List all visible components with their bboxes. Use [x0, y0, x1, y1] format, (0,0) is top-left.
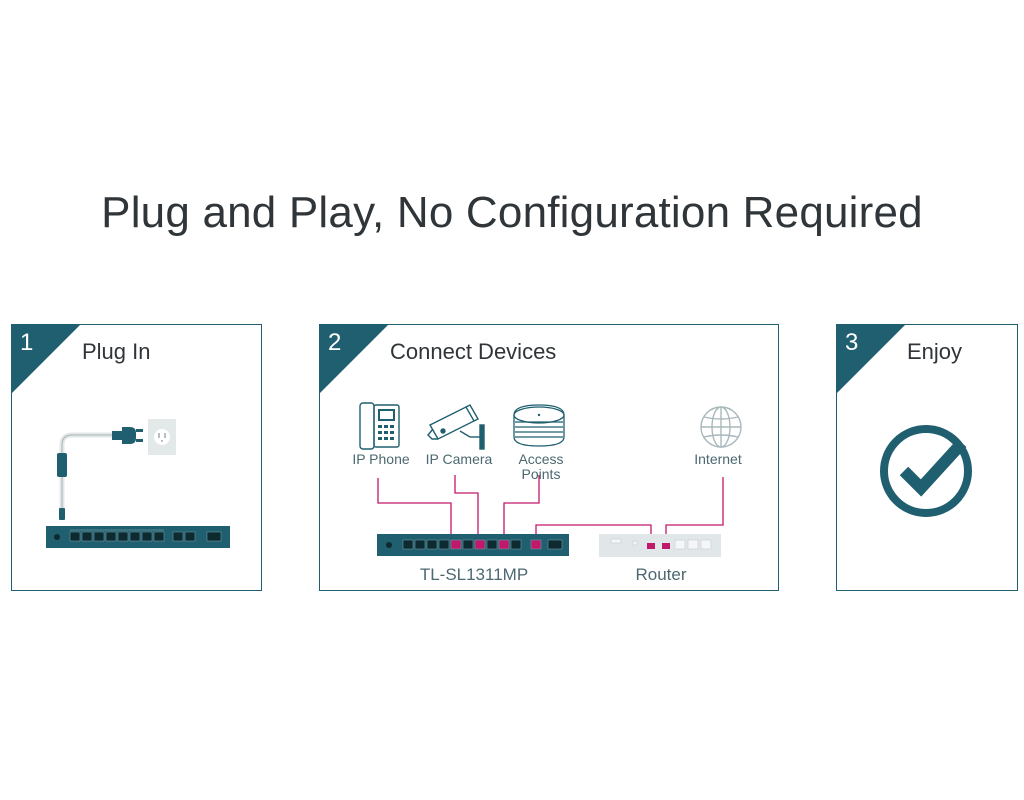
enjoy-diagram — [880, 425, 972, 517]
ip-camera-icon — [427, 404, 485, 450]
switch-model-label: TL-SL1311MP — [420, 565, 528, 584]
step-number-corner — [319, 324, 389, 394]
step-card-connect-devices: 2 Connect Devices IP Phone — [319, 324, 779, 591]
power-cable — [57, 432, 112, 520]
device-label-access-points-line1: Access — [518, 451, 563, 467]
router-label: Router — [635, 565, 686, 584]
switch-device-icon — [377, 534, 569, 556]
step-title: Plug In — [82, 339, 151, 364]
device-label-ip-phone: IP Phone — [352, 451, 410, 467]
device-label-internet: Internet — [694, 451, 742, 467]
step-card-plug-in: 1 Plug In — [11, 324, 262, 591]
step-title: Connect Devices — [390, 339, 557, 364]
checkmark-circle-icon — [880, 425, 972, 517]
step-number: 3 — [845, 329, 859, 356]
active-ports — [450, 539, 542, 550]
step-number-corner — [836, 324, 906, 394]
router-device-icon — [599, 534, 721, 557]
step-number: 2 — [328, 329, 342, 356]
step-card-enjoy: 3 Enjoy — [836, 324, 1018, 591]
access-point-icon — [513, 404, 565, 447]
ip-phone-icon — [359, 402, 400, 450]
device-label-ip-camera: IP Camera — [426, 451, 493, 467]
power-plug-icon — [112, 427, 143, 444]
plug-in-diagram — [46, 419, 230, 548]
globe-icon — [700, 406, 742, 448]
step-number-corner — [11, 324, 81, 394]
page-headline: Plug and Play, No Configuration Required — [101, 188, 923, 237]
connect-devices-diagram: IP Phone IP Camera Access Points — [352, 402, 742, 584]
switch-device-icon — [46, 526, 230, 548]
step-number: 1 — [20, 329, 34, 356]
wall-outlet-icon — [148, 419, 176, 455]
device-label-access-points-line2: Points — [522, 466, 561, 482]
step-title: Enjoy — [907, 339, 963, 364]
